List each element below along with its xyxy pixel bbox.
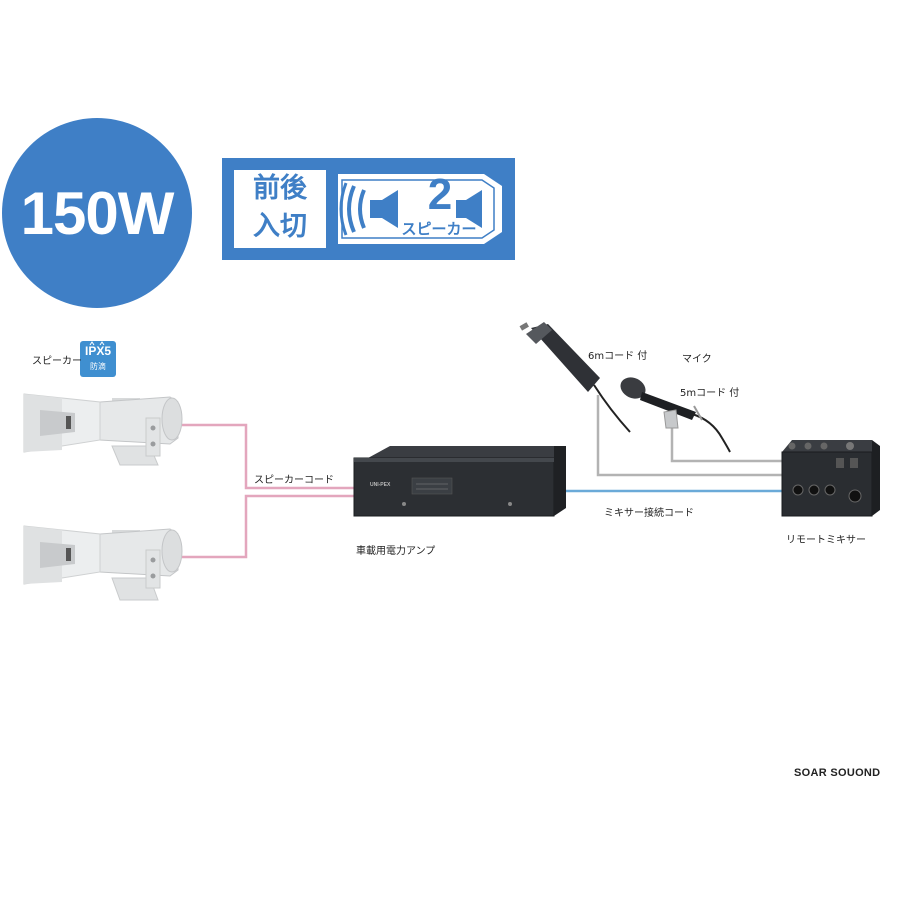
amplifier-unit bbox=[353, 446, 566, 517]
remote-mixer-unit bbox=[781, 440, 880, 517]
dynamic-microphone bbox=[620, 377, 731, 453]
mic-cords bbox=[596, 395, 782, 477]
badge-number: 2 bbox=[427, 170, 453, 219]
horn-speaker-1 bbox=[23, 393, 183, 466]
ip-rating-text: IPX5 bbox=[84, 344, 111, 358]
badge-line-1: 前後 bbox=[253, 173, 307, 204]
amp-label: 車載用電力アンプ bbox=[356, 546, 436, 557]
horn-speaker-2 bbox=[23, 525, 183, 601]
power-rating-circle: 150W bbox=[2, 118, 192, 308]
footer-brand: SOAR SOUOND bbox=[794, 767, 881, 779]
speaker-cord-label: スピーカーコード bbox=[254, 475, 334, 486]
amp-brand-text: UNI-PEX bbox=[370, 482, 391, 488]
hand-microphone bbox=[519, 322, 631, 433]
mixer-label: リモートミキサー bbox=[786, 535, 866, 546]
ipx5-badge-icon bbox=[80, 341, 116, 377]
handmic-cord-label: 6mコード 付 bbox=[588, 351, 648, 362]
speaker-label: スピーカー bbox=[32, 356, 82, 367]
badge-subtitle: スピーカー bbox=[401, 220, 477, 238]
mic-cord-label: 5mコード 付 bbox=[680, 388, 740, 399]
badge-line-2: 入切 bbox=[253, 211, 307, 242]
ip-sub-text: 防滴 bbox=[90, 362, 106, 371]
feature-badge: 前後 入切 2 スピーカー bbox=[222, 158, 515, 260]
power-rating-text: 150W bbox=[20, 179, 175, 247]
speaker-cord bbox=[182, 423, 354, 559]
mixer-cord-label: ミキサー接続コード bbox=[604, 508, 694, 519]
mic-label: マイク bbox=[682, 354, 712, 365]
two-speaker-icon bbox=[338, 174, 502, 244]
badge-switch-box: 前後 入切 bbox=[234, 170, 326, 248]
